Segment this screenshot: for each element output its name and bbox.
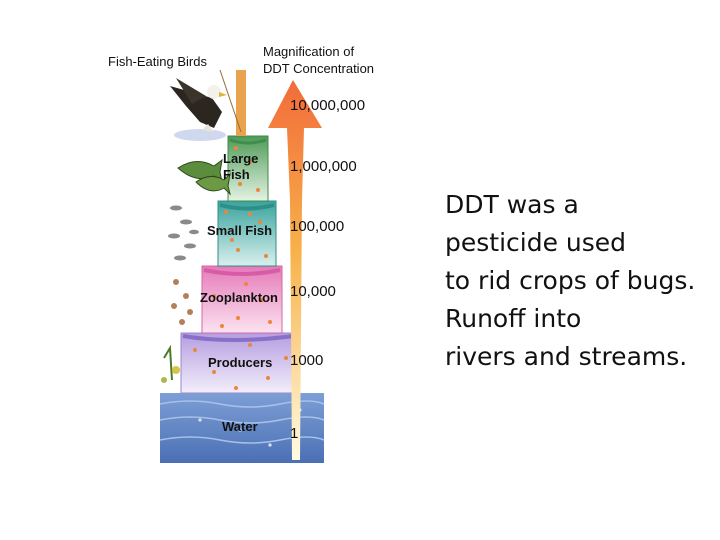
producers-value: 1000 xyxy=(290,352,323,369)
axis-title: Magnification of DDT Concentration xyxy=(263,43,374,77)
caption-line: Runoff into xyxy=(445,300,715,338)
large-fish-label: Large Fish xyxy=(223,151,258,183)
small-fish-label: Small Fish xyxy=(207,223,272,238)
zooplankton-value: 10,000 xyxy=(290,283,336,300)
large-fish-label-line1: Large xyxy=(223,151,258,167)
axis-title-line1: Magnification of xyxy=(263,43,374,60)
small-fish-icon xyxy=(168,206,199,261)
water-label: Water xyxy=(222,419,258,434)
large-fish-label-line2: Fish xyxy=(223,167,258,183)
caption-line: pesticide used xyxy=(445,224,715,262)
eagle-icon xyxy=(170,78,227,141)
bird-column xyxy=(220,70,246,136)
producers-icon xyxy=(161,348,180,383)
zooplankton-icon xyxy=(171,279,193,325)
water-value: 1 xyxy=(290,425,298,442)
large-fish-value: 1,000,000 xyxy=(290,158,357,175)
caption-text: DDT was a pesticide used to rid crops of… xyxy=(445,186,715,376)
caption-line: to rid crops of bugs. xyxy=(445,262,715,300)
zooplankton-label: Zooplankton xyxy=(200,290,278,305)
small-fish-value: 100,000 xyxy=(290,218,344,235)
producers-label: Producers xyxy=(208,355,272,370)
fish-eating-birds-label: Fish-Eating Birds xyxy=(108,54,207,69)
axis-title-line2: DDT Concentration xyxy=(263,60,374,77)
caption-line: DDT was a xyxy=(445,186,715,224)
peak-value: 10,000,000 xyxy=(290,97,365,114)
caption-line: rivers and streams. xyxy=(445,338,715,376)
